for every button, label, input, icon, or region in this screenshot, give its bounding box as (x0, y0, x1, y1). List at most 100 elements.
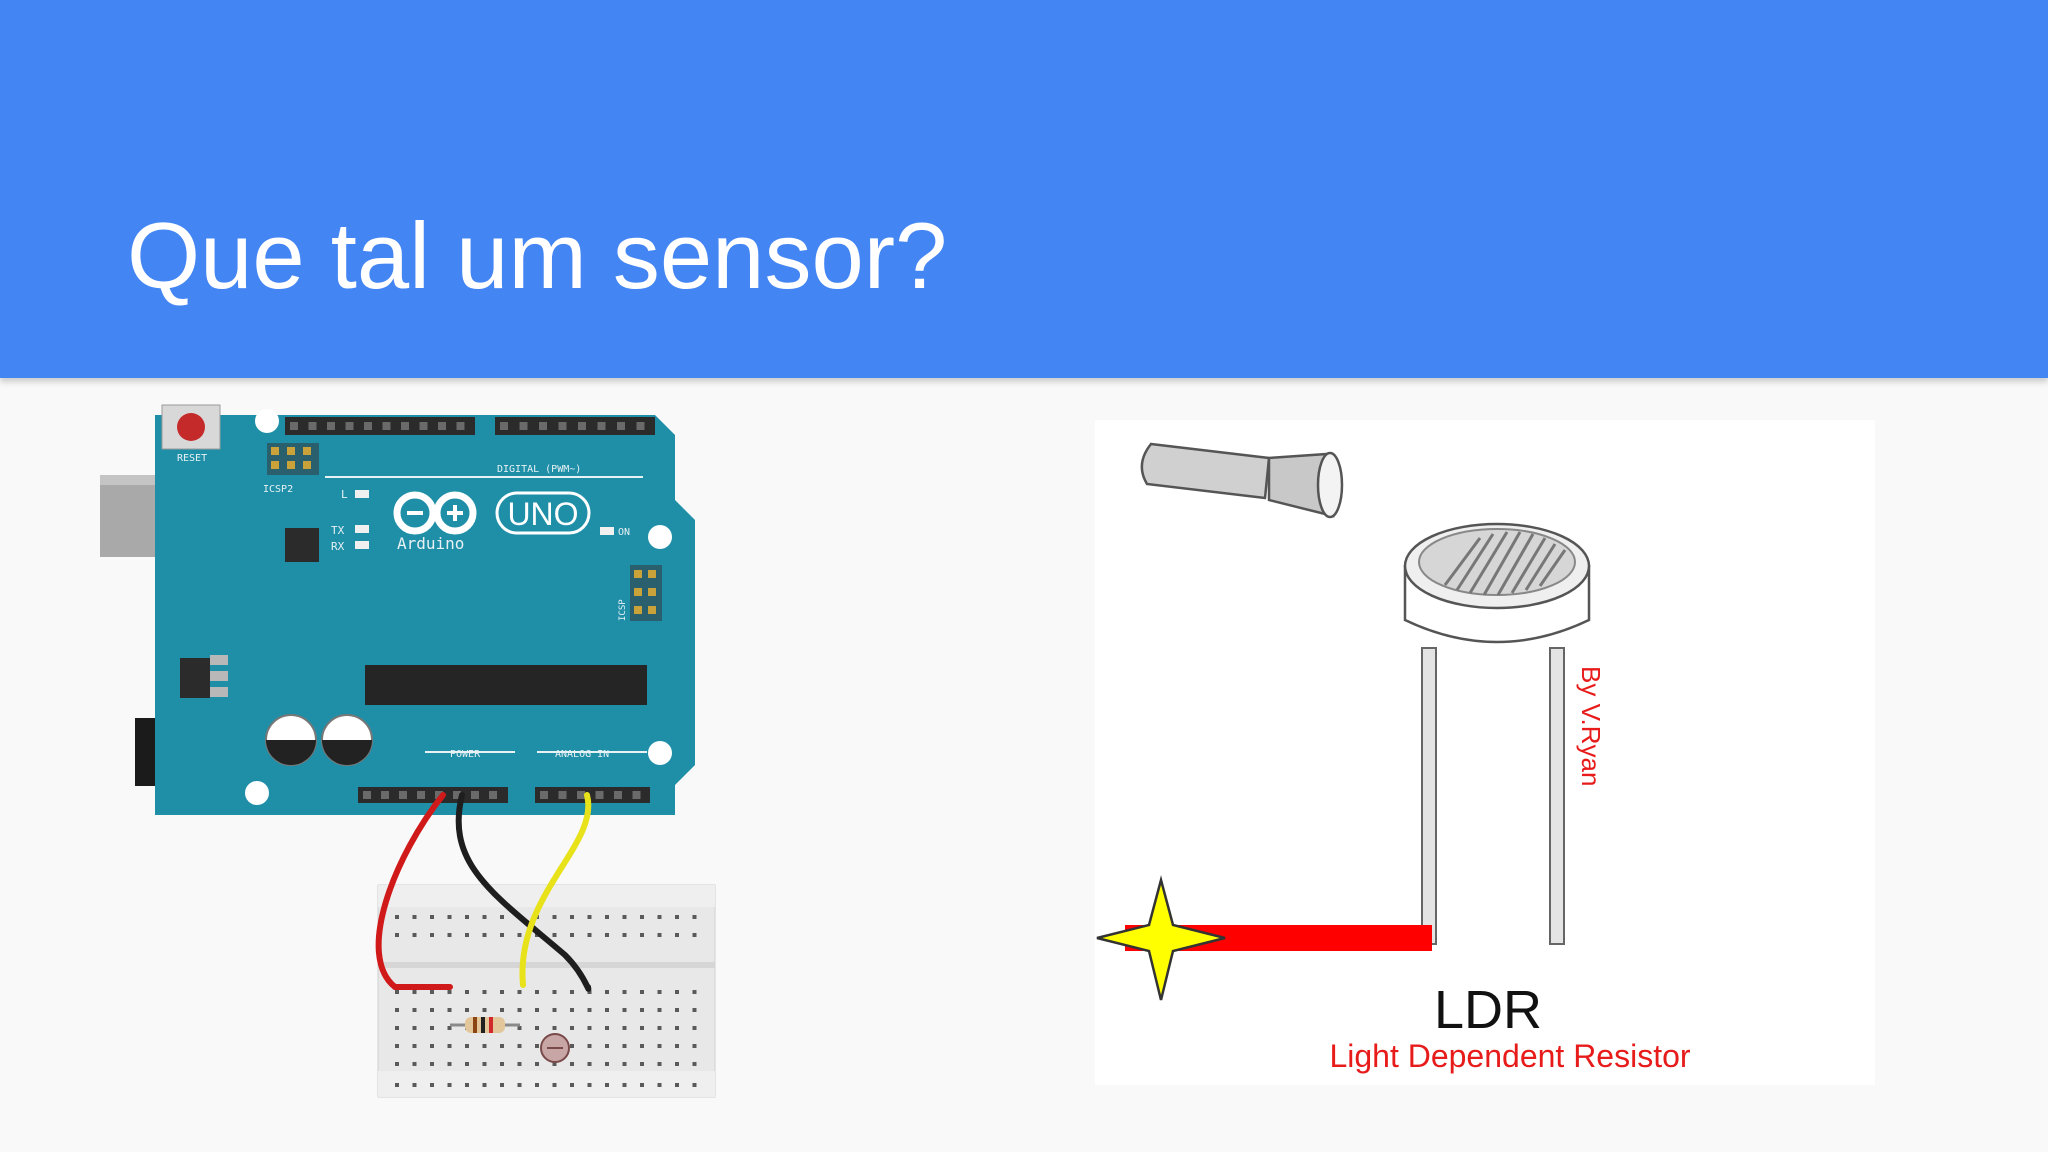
breadboard-hole (622, 1062, 627, 1066)
breadboard-hole (482, 1062, 487, 1066)
breadboard-hole (605, 990, 609, 994)
breadboard-hole (447, 1062, 452, 1066)
breadboard-hole (692, 1008, 697, 1012)
breadboard-hole (675, 1026, 679, 1030)
header-pin (345, 422, 354, 430)
icsp-label: ICSP (618, 599, 628, 621)
breadboard-hole (675, 990, 679, 994)
yellow-wire (519, 792, 592, 988)
breadboard-hole (675, 1044, 679, 1048)
digital-label: DIGITAL (PWM~) (497, 464, 581, 475)
breadboard-hole (447, 1026, 452, 1030)
header-pin (558, 422, 567, 430)
breadboard-hole (500, 1062, 504, 1066)
breadboard-hole (482, 1008, 487, 1012)
header-pin (539, 422, 547, 430)
breadboard-hole (622, 1044, 627, 1048)
breadboard-hole (570, 915, 574, 919)
breadboard-hole (552, 990, 557, 994)
breadboard-hole (535, 990, 539, 994)
header-pin (636, 422, 645, 430)
breadboard-hole (605, 1008, 609, 1012)
breadboard-hole (500, 915, 504, 919)
breadboard-hole (412, 1026, 417, 1030)
breadboard (377, 884, 716, 1098)
breadboard-hole (430, 933, 434, 937)
breadboard-hole (412, 1083, 417, 1087)
header-pin (453, 791, 461, 799)
flashlight-icon (1140, 442, 1344, 519)
breadboard-hole (447, 933, 452, 937)
breadboard-hole (587, 990, 592, 994)
breadboard-hole (482, 933, 487, 937)
breadboard-hole (430, 990, 434, 994)
breadboard-hole (692, 915, 697, 919)
power-label: POWER (450, 749, 481, 760)
breadboard-hole (465, 1083, 469, 1087)
breadboard-hole (587, 1026, 592, 1030)
spark-icon (1096, 875, 1226, 1001)
breadboard-hole (447, 1083, 452, 1087)
breadboard-hole (412, 1062, 417, 1066)
breadboard-hole (465, 1062, 469, 1066)
on-label: ON (618, 527, 630, 538)
reset-label: RESET (177, 453, 207, 464)
breadboard-hole (587, 1008, 592, 1012)
breadboard-hole (622, 1026, 627, 1030)
ldr-label: LDR (1434, 980, 1542, 1040)
breadboard-hole (622, 1008, 627, 1012)
breadboard-hole (692, 1062, 697, 1066)
breadboard-hole (447, 990, 452, 994)
header-pin (438, 422, 446, 430)
breadboard-hole (692, 1044, 697, 1048)
breadboard-hole (395, 1083, 399, 1087)
breadboard-hole (395, 1008, 399, 1012)
breadboard-hole (692, 1083, 697, 1087)
arduino-logo (393, 491, 591, 535)
led-tx-label: TX (331, 524, 345, 537)
breadboard-hole (657, 1044, 662, 1048)
breadboard-hole (657, 1062, 662, 1066)
icsp2-label: ICSP2 (263, 484, 293, 495)
breadboard-hole (605, 1026, 609, 1030)
ldr-illustration: By V.Ryan LDR Light Dependent Resistor (1095, 420, 1875, 1085)
breadboard-hole (622, 933, 627, 937)
breadboard-hole (465, 990, 469, 994)
breadboard-hole (517, 1008, 522, 1012)
ldr-subtitle: Light Dependent Resistor (1329, 1038, 1690, 1074)
breadboard-hole (412, 1044, 417, 1048)
breadboard-hole (552, 1026, 557, 1030)
header-pin (327, 422, 335, 430)
breadboard-hole (570, 1083, 574, 1087)
capacitors (265, 714, 373, 766)
breadboard-hole (482, 915, 487, 919)
breadboard-hole (517, 1062, 522, 1066)
breadboard-hole (640, 1083, 644, 1087)
credit-text: By V.Ryan (1576, 666, 1606, 786)
red-wire (375, 792, 453, 990)
header-pin (381, 791, 389, 799)
arduino-board (155, 415, 695, 815)
breadboard-hole (500, 1044, 504, 1048)
header-pin (500, 422, 508, 430)
header-pin (577, 791, 585, 799)
breadboard-hole (535, 1044, 539, 1048)
breadboard-hole (412, 933, 417, 937)
breadboard-hole (482, 990, 487, 994)
digital-header (285, 417, 655, 435)
breadboard-hole (430, 1044, 434, 1048)
header-pin (364, 422, 372, 430)
small-chip (285, 528, 319, 562)
breadboard-hole (587, 933, 592, 937)
header-pin (614, 791, 622, 799)
breadboard-hole (605, 915, 609, 919)
breadboard-hole (570, 1062, 574, 1066)
led-l-label: L (341, 488, 348, 501)
led-rx-label: RX (331, 540, 345, 553)
breadboard-hole (535, 1062, 539, 1066)
breadboard-hole (500, 933, 504, 937)
breadboard-hole (430, 915, 434, 919)
breadboard-hole (640, 1026, 644, 1030)
breadboard-hole (552, 1083, 557, 1087)
breadboard-hole (605, 933, 609, 937)
